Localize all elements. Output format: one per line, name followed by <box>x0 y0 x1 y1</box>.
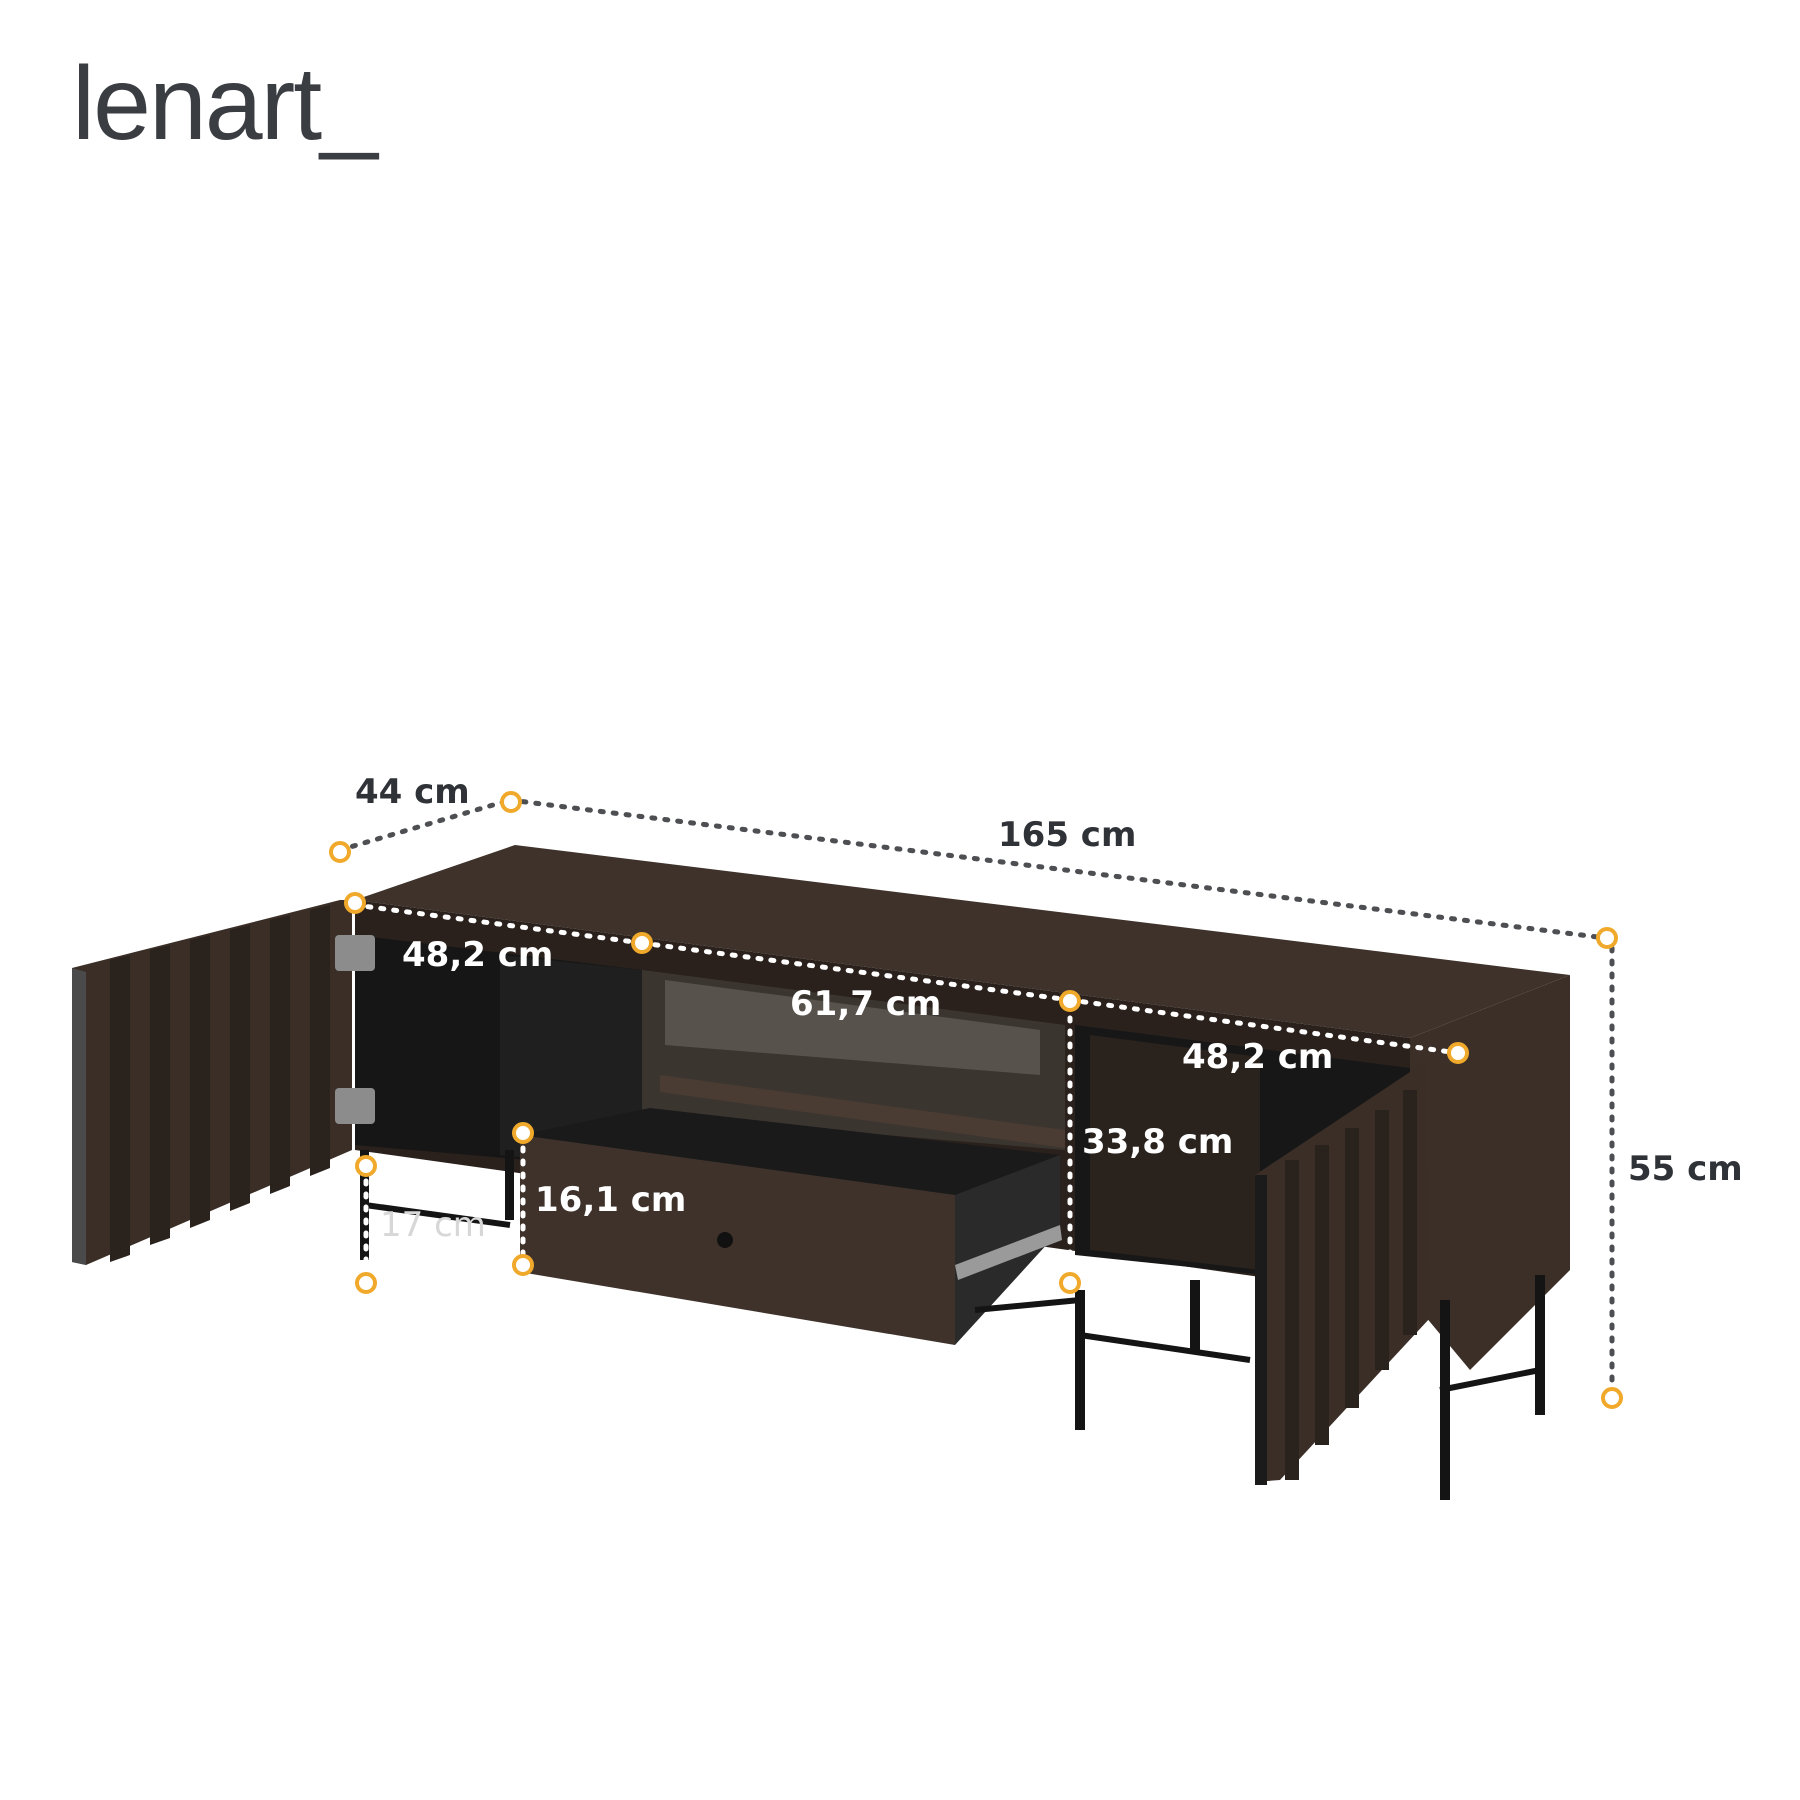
marker <box>631 932 653 954</box>
marker <box>1447 1042 1469 1064</box>
marker <box>1059 990 1081 1012</box>
marker <box>500 791 522 813</box>
depth-line <box>337 797 513 853</box>
marker <box>1596 927 1618 949</box>
width-line <box>507 797 1608 941</box>
marker <box>355 1155 377 1177</box>
hinge-top <box>335 935 375 971</box>
right-compartment-label: 48,2 cm <box>1182 1037 1334 1077</box>
drawer-slide <box>955 1225 1062 1280</box>
leg <box>1190 1280 1200 1350</box>
leg <box>1535 1275 1545 1415</box>
width-label: 165 cm <box>998 815 1137 855</box>
marker <box>512 1254 534 1276</box>
cabinet-top <box>355 845 1570 1038</box>
marker <box>329 841 351 863</box>
leg <box>1440 1300 1450 1500</box>
center-shelf <box>660 1075 1065 1148</box>
inner-height-label: 33,8 cm <box>1082 1122 1234 1162</box>
marker <box>512 1122 534 1144</box>
drawer-height-label: 16,1 cm <box>535 1180 687 1220</box>
center-compartment-label: 61,7 cm <box>790 984 942 1024</box>
leg <box>505 1150 514 1220</box>
marker <box>355 1272 377 1294</box>
height-label: 55 cm <box>1628 1149 1743 1189</box>
cabinet-right-side <box>1410 975 1570 1370</box>
leg <box>1075 1290 1085 1430</box>
left-compartment-label: 48,2 cm <box>402 935 554 975</box>
leg-height-label: 17 cm <box>380 1205 486 1245</box>
brand-logo: lenart_ <box>72 46 378 162</box>
right-compartment-line <box>1067 997 1461 1056</box>
marker <box>1059 1272 1081 1294</box>
drawer-inside <box>520 1108 1060 1195</box>
drawer-knob <box>717 1232 733 1248</box>
marker <box>344 892 366 914</box>
left-compartment-line <box>352 902 645 946</box>
marker <box>1601 1387 1623 1409</box>
depth-label: 44 cm <box>355 772 470 812</box>
drawer-front <box>520 1135 955 1345</box>
hinge-bottom <box>335 1088 375 1124</box>
